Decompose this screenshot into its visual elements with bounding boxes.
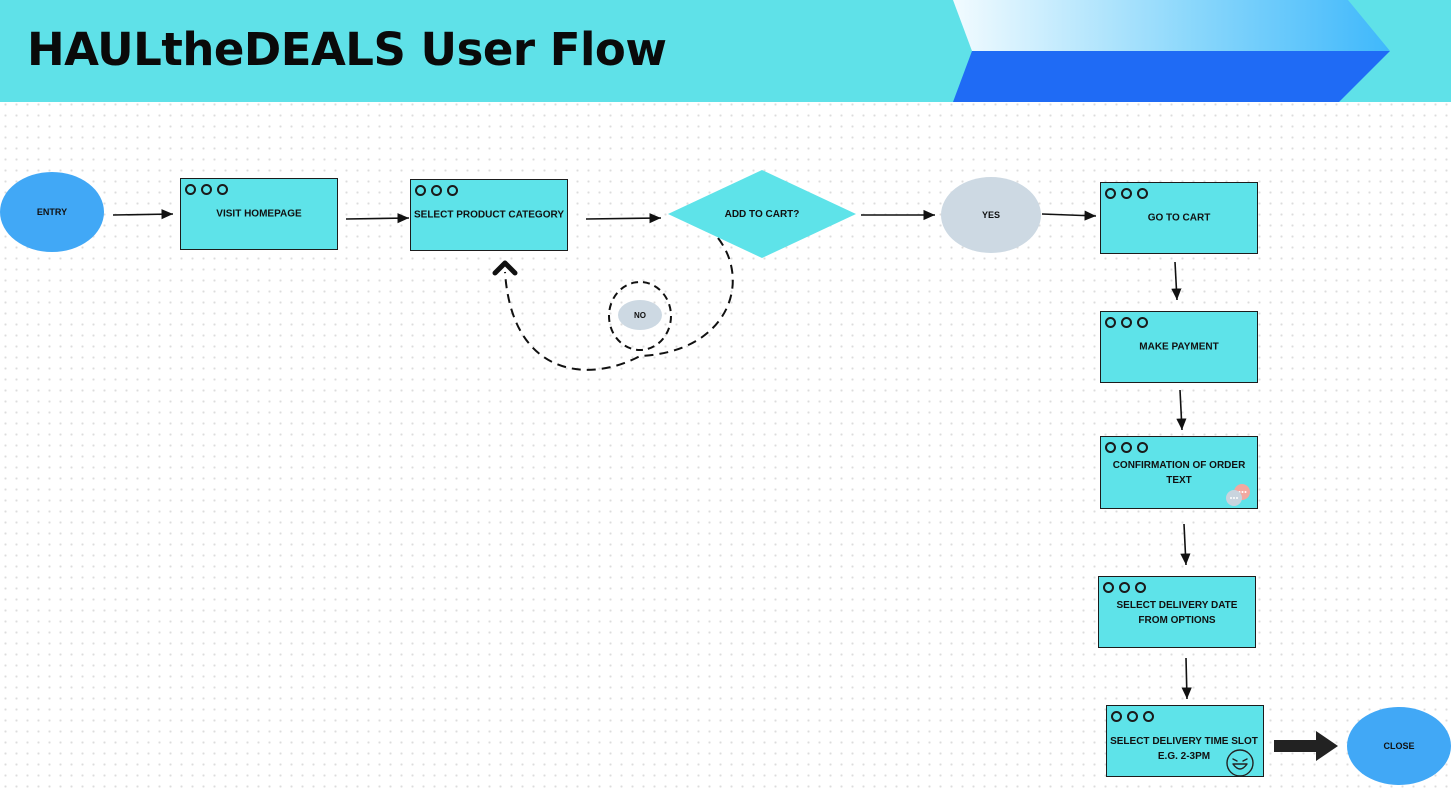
go-to-cart-label: GO TO CART [1147,212,1211,224]
arrow-date-to-time [1181,657,1192,700]
chat-icon [1226,484,1250,506]
arrow-cart-to-payment [1171,261,1182,301]
yes-branch[interactable]: YES [941,177,1041,253]
delivery-date-label: SELECT DELIVERY DATE FROM OPTIONS [1116,600,1238,626]
make-payment-label: MAKE PAYMENT [1139,341,1219,353]
yes-label: YES [981,210,1000,220]
delivery-time-label: SELECT DELIVERY TIME SLOT E.G. 2-3PM [1110,736,1258,762]
select-category-step[interactable]: SELECT PRODUCT CATEGORY [410,179,568,251]
select-category-label: SELECT PRODUCT CATEGORY [413,209,564,221]
entry-terminal[interactable]: ENTRY [0,172,104,252]
add-to-cart-decision[interactable]: ADD TO CART? [668,170,856,258]
close-terminal[interactable]: CLOSE [1347,707,1451,785]
window-dots-icon [1105,188,1148,199]
no-dashed-outline [608,281,672,351]
window-dots-icon [1103,582,1146,593]
confirmation-step[interactable]: CONFIRMATION OF ORDER TEXT [1100,436,1258,509]
visit-homepage-label: VISIT HOMEPAGE [216,208,302,220]
page-title: HAULtheDEALS User Flow [27,23,667,76]
arrow-entry-to-homepage [112,209,174,220]
bold-right-arrow-icon [1274,731,1338,761]
no-branch[interactable]: NO [618,300,662,330]
window-dots-icon [1111,711,1154,722]
add-to-cart-diamond [668,170,856,258]
arrow-confirmation-to-date [1180,523,1191,566]
header-banner: HAULtheDEALS User Flow [0,0,1451,102]
add-to-cart-label: ADD TO CART? [724,208,800,220]
window-dots-icon [1105,442,1148,453]
make-payment-step[interactable]: MAKE PAYMENT [1100,311,1258,383]
entry-label: ENTRY [36,207,68,217]
header-chevron-decoration [953,0,1390,102]
arrow-homepage-to-category [345,213,410,224]
confirmation-label: CONFIRMATION OF ORDER TEXT [1112,460,1246,486]
laughing-face-icon [1226,749,1254,777]
dashed-loop-back-connector [504,237,734,371]
close-label: CLOSE [1383,741,1415,751]
arrow-category-to-decision [585,213,662,224]
visit-homepage-step[interactable]: VISIT HOMEPAGE [180,178,338,250]
no-label: NO [634,310,646,320]
window-dots-icon [1105,317,1148,328]
window-dots-icon [415,185,458,196]
chevron-up-icon [492,260,518,276]
delivery-time-step[interactable]: SELECT DELIVERY TIME SLOT E.G. 2-3PM [1106,705,1264,777]
arrow-payment-to-confirmation [1176,389,1187,431]
window-dots-icon [185,184,228,195]
delivery-date-step[interactable]: SELECT DELIVERY DATE FROM OPTIONS [1098,576,1256,648]
arrow-yes-to-cart [1041,210,1097,221]
go-to-cart-step[interactable]: GO TO CART [1100,182,1258,254]
